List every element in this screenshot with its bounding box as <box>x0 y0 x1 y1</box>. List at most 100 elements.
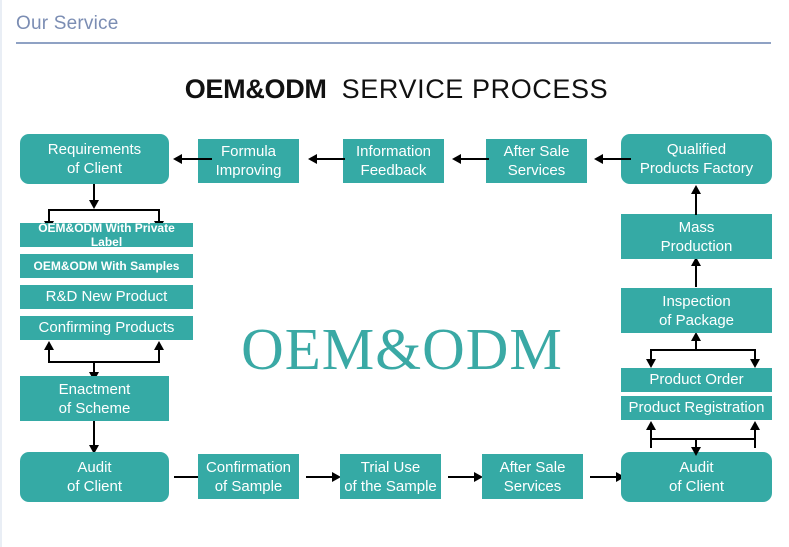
box-line-1: Mass <box>678 218 715 236</box>
box-line-2: Services <box>503 477 562 495</box>
box-line-1: Confirmation <box>205 458 292 476</box>
box-line-1: Requirements <box>47 141 142 158</box>
box-line-2: of Scheme <box>58 399 131 417</box>
box-after-sale-services-top[interactable]: After Sale Services <box>486 139 587 183</box>
box-line-2: of Client <box>66 160 122 177</box>
box-line-1: Inspection <box>662 292 731 310</box>
connector-line <box>695 265 697 287</box>
box-inspection-of-package[interactable]: Inspection of Package <box>621 288 772 333</box>
box-line-2: Products Factory <box>639 160 754 177</box>
connector-line <box>48 209 50 222</box>
connector-line <box>306 476 334 478</box>
box-formula-improving[interactable]: Formula Improving <box>198 139 299 183</box>
box-line-2: of Client <box>668 478 725 495</box>
connector-line <box>182 158 212 160</box>
connector-line <box>158 349 160 363</box>
diagram-title-light: SERVICE PROCESS <box>341 74 609 104</box>
connector-line <box>93 184 95 201</box>
box-line-1: Qualified <box>666 141 727 158</box>
arrow-right-icon <box>616 472 625 482</box>
arrow-down-icon <box>750 359 760 368</box>
box-line-1: Enactment <box>58 380 131 398</box>
box-after-sale-services-bottom[interactable]: After Sale Services <box>482 454 583 499</box>
box-label: OEM&ODM With Private Label <box>38 221 175 249</box>
connector-line <box>317 158 345 160</box>
connector-line <box>48 349 50 363</box>
arrow-right-icon <box>332 472 341 482</box>
arrow-up-icon <box>154 341 164 350</box>
connector-line <box>695 438 697 449</box>
connector-line <box>48 361 160 363</box>
arrow-left-icon <box>173 154 182 164</box>
watermark-text: OEM&ODM <box>241 316 563 382</box>
box-line-2: Improving <box>215 162 282 179</box>
connector-line <box>448 476 476 478</box>
box-confirmation-of-sample[interactable]: Confirmation of Sample <box>198 454 299 499</box>
box-confirming-products[interactable]: Confirming Products <box>20 316 193 340</box>
box-line-1: Information <box>355 143 432 160</box>
arrow-up-icon <box>691 332 701 341</box>
arrow-up-icon <box>646 421 656 430</box>
box-line-1: Audit <box>679 459 714 476</box>
box-audit-of-client-left[interactable]: Audit of Client <box>20 452 169 502</box>
connector-line <box>603 158 631 160</box>
box-trial-use-of-the-sample[interactable]: Trial Use of the Sample <box>340 454 441 499</box>
arrow-down-icon <box>646 359 656 368</box>
arrow-down-icon <box>691 447 701 456</box>
arrow-right-icon <box>474 472 483 482</box>
box-rd-new-product[interactable]: R&D New Product <box>20 285 193 309</box>
arrow-up-icon <box>750 421 760 430</box>
box-mass-production[interactable]: Mass Production <box>621 214 772 259</box>
section-header: Our Service <box>16 10 771 46</box>
connector-line <box>754 349 756 360</box>
box-requirements-of-client[interactable]: Requirements of Client <box>20 134 169 184</box>
service-process-diagram: OEM&ODM SERVICE PROCESS OEM&ODM Requirem… <box>2 48 789 547</box>
box-product-order[interactable]: Product Order <box>621 368 772 392</box>
box-line-1: After Sale <box>503 143 570 160</box>
box-qualified-products-factory[interactable]: Qualified Products Factory <box>621 134 772 184</box>
box-line-2: Production <box>660 237 733 255</box>
diagram-title: OEM&ODM SERVICE PROCESS <box>2 74 789 105</box>
connector-line <box>695 340 697 351</box>
arrow-left-icon <box>308 154 317 164</box>
connector-line <box>48 209 160 211</box>
box-label: OEM&ODM With Samples <box>33 259 180 273</box>
arrow-up-icon <box>691 257 701 266</box>
connector-line <box>695 193 697 215</box>
box-label: Product Order <box>649 371 744 388</box>
arrow-left-icon <box>594 154 603 164</box>
box-line-1: Trial Use <box>360 458 421 476</box>
box-line-2: of Client <box>66 478 123 495</box>
connector-line <box>590 476 618 478</box>
connector-line <box>650 349 756 351</box>
box-line-1: Audit <box>77 459 112 476</box>
box-product-registration[interactable]: Product Registration <box>621 396 772 420</box>
box-line-1: After Sale <box>499 458 566 476</box>
box-line-2: of Sample <box>214 477 283 495</box>
connector-line <box>174 476 202 478</box>
diagram-title-strong: OEM&ODM <box>184 74 327 104</box>
connector-line <box>461 158 489 160</box>
box-label: R&D New Product <box>45 288 168 305</box>
box-oem-odm-with-samples[interactable]: OEM&ODM With Samples <box>20 254 193 278</box>
connector-line <box>93 361 95 373</box>
box-line-2: of Package <box>658 311 735 329</box>
box-label: Confirming Products <box>38 319 175 336</box>
arrow-down-icon <box>89 200 99 209</box>
page-title: Our Service <box>16 13 119 34</box>
box-oem-odm-private-label[interactable]: OEM&ODM With Private Label <box>20 221 193 249</box>
arrow-left-icon <box>452 154 461 164</box>
arrow-down-icon <box>89 445 99 454</box>
box-line-2: Services <box>507 162 566 179</box>
arrow-up-icon <box>691 185 701 194</box>
box-audit-of-client-right[interactable]: Audit of Client <box>621 452 772 502</box>
box-information-feedback[interactable]: Information Feedback <box>343 139 444 183</box>
connector-line <box>158 209 160 222</box>
arrow-up-icon <box>44 341 54 350</box>
connector-line <box>93 421 95 447</box>
box-line-2: Feedback <box>360 162 427 179</box>
box-enactment-of-scheme[interactable]: Enactment of Scheme <box>20 376 169 421</box>
box-line-1: Formula <box>220 143 276 160</box>
connector-line <box>650 438 756 440</box>
